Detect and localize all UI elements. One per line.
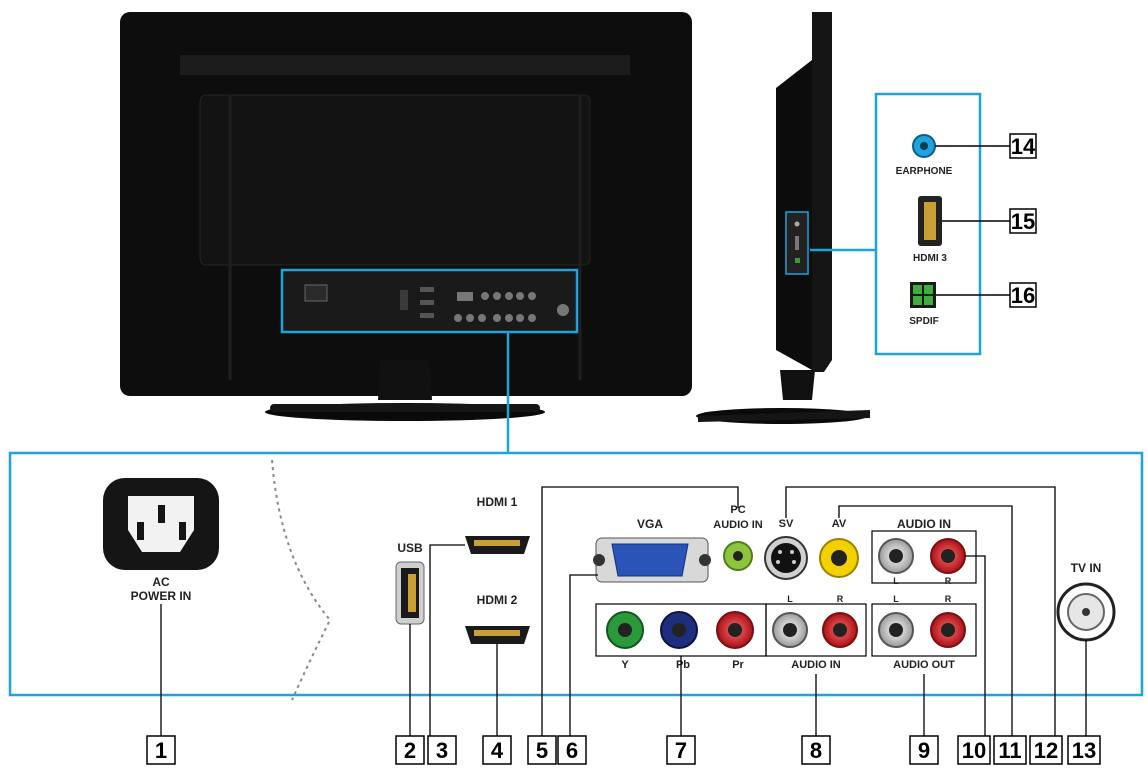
pc-audio-label-line2: AUDIO IN: [713, 519, 763, 531]
svg-text:14: 14: [1011, 134, 1036, 159]
tv-side-view: [696, 12, 876, 424]
callout-12: 12: [1029, 735, 1063, 765]
hdmi3-label: HDMI 3: [913, 253, 947, 264]
callout-1: 1: [146, 735, 176, 765]
audio-in-top-l: L: [893, 576, 899, 586]
component-y-jack-icon: [606, 611, 644, 649]
earphone-jack-icon: [912, 134, 936, 158]
audio-out-right-jack-icon: [930, 612, 966, 648]
comp-pr-label: Pr: [732, 659, 744, 671]
usb-port-icon: [395, 561, 425, 625]
ac-label-line1: AC: [152, 575, 170, 589]
av-composite-jack-icon: [819, 538, 859, 578]
callout-16: 16: [1009, 282, 1037, 308]
pc-audio-label-line1: PC: [730, 504, 745, 516]
callout-3: 3: [427, 735, 457, 765]
hdmi2-label: HDMI 2: [477, 593, 518, 607]
audio-in-top-left-jack-icon: [878, 538, 914, 574]
break-line: [271, 459, 332, 701]
callout-9: 9: [909, 735, 939, 765]
svg-text:7: 7: [675, 738, 687, 763]
svg-text:3: 3: [436, 738, 448, 763]
hdmi1-port-icon: [465, 536, 530, 554]
pc-audio-jack-icon: [723, 541, 753, 571]
svg-text:6: 6: [566, 738, 578, 763]
tv-in-label: TV IN: [1071, 561, 1102, 575]
callout-5: 5: [527, 735, 557, 765]
leader-lines: [160, 486, 1087, 736]
callout-14: 14: [1009, 133, 1037, 159]
hdmi3-port-icon: [918, 196, 942, 246]
audio-in-bottom-label: AUDIO IN: [791, 659, 841, 671]
usb-label: USB: [397, 541, 423, 555]
audio-in-bottom-left-jack-icon: [772, 612, 808, 648]
av-label: AV: [832, 518, 847, 530]
hdmi1-label: HDMI 1: [477, 495, 518, 509]
ac-power-inlet-icon: [103, 478, 219, 570]
callout-4: 4: [482, 735, 512, 765]
component-pb-jack-icon: [660, 611, 698, 649]
audio-out-r: R: [945, 594, 952, 604]
callout-2: 2: [395, 735, 425, 765]
svg-text:12: 12: [1034, 738, 1058, 763]
callout-10: 10: [957, 735, 991, 765]
comp-pb-label: Pb: [676, 659, 690, 671]
spdif-port-icon: [910, 282, 936, 308]
svg-text:15: 15: [1011, 209, 1035, 234]
svg-text:16: 16: [1011, 283, 1035, 308]
vga-port-icon: [593, 537, 711, 583]
svg-text:4: 4: [491, 738, 504, 763]
side-connector-panel: EARPHONE HDMI 3 SPDIF: [874, 92, 1010, 356]
svg-text:2: 2: [404, 738, 416, 763]
svg-text:1: 1: [155, 738, 167, 763]
s-video-port-icon: [764, 536, 808, 580]
svg-text:9: 9: [918, 738, 930, 763]
audio-out-l: L: [893, 594, 899, 604]
comp-y-label: Y: [621, 659, 629, 671]
audio-in-top-r: R: [945, 576, 952, 586]
svg-text:5: 5: [536, 738, 548, 763]
component-pr-jack-icon: [716, 611, 754, 649]
svg-text:13: 13: [1072, 738, 1096, 763]
svg-text:8: 8: [810, 738, 822, 763]
audio-out-label: AUDIO OUT: [893, 659, 955, 671]
ac-label-line2: POWER IN: [131, 589, 192, 603]
svg-text:10: 10: [962, 738, 986, 763]
spdif-label: SPDIF: [909, 316, 938, 327]
callout-11: 11: [993, 735, 1027, 765]
audio-in-top-right-jack-icon: [930, 538, 966, 574]
audio-in-bottom-l: L: [787, 594, 793, 604]
callout-13: 13: [1067, 735, 1101, 765]
audio-in-top-label: AUDIO IN: [897, 517, 951, 531]
callout-7: 7: [666, 735, 696, 765]
earphone-label: EARPHONE: [896, 166, 953, 177]
tv-rear-view: [120, 12, 692, 421]
tv-in-coax-icon: [1056, 582, 1116, 642]
vga-label: VGA: [637, 517, 663, 531]
sv-label: SV: [779, 518, 794, 530]
audio-out-left-jack-icon: [878, 612, 914, 648]
hdmi2-port-icon: [465, 626, 530, 644]
svg-text:11: 11: [998, 738, 1021, 763]
callout-8: 8: [801, 735, 831, 765]
audio-in-bottom-right-jack-icon: [822, 612, 858, 648]
callout-15: 15: [1009, 208, 1037, 234]
callout-6: 6: [557, 735, 587, 765]
audio-in-bottom-r: R: [837, 594, 844, 604]
